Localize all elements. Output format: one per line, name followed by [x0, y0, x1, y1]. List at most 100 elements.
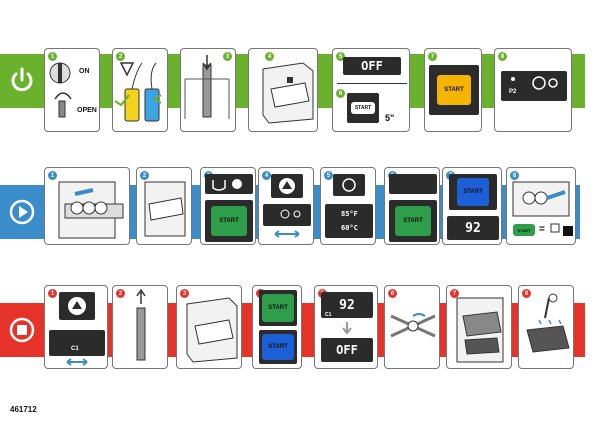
step-panel: 7 START: [424, 48, 482, 132]
load-rack-icon: [58, 181, 124, 239]
unload-rack-icon: [512, 181, 573, 236]
start-button-blue[interactable]: START: [262, 334, 294, 360]
step-number: 1: [48, 289, 57, 298]
start-mini-icon: START: [513, 224, 535, 236]
step-panel: 5 85°F 60°C: [320, 167, 376, 245]
step-number: 1: [48, 171, 57, 180]
step-panel: 8: [518, 285, 574, 369]
hold-time: 5": [385, 113, 395, 123]
clean-filter-icon: [526, 293, 570, 353]
triangle-up-icon: [68, 297, 86, 315]
p2-label: P2: [509, 89, 517, 95]
step-panel: 4: [258, 167, 314, 245]
start-panel: START: [259, 330, 297, 364]
step-panel: 4 START START: [252, 285, 302, 369]
mode-icons: [212, 179, 242, 191]
power-control: [0, 54, 44, 108]
settings-display: [263, 204, 311, 226]
cycle-display: 92: [447, 216, 499, 240]
step-panel: 6 START: [384, 167, 440, 245]
step-number: 6: [336, 89, 345, 98]
equals-sign: =: [539, 224, 545, 235]
detergent-bottles-icon: [114, 62, 162, 122]
on-label: ON: [79, 68, 90, 75]
step-number: 7: [450, 289, 459, 298]
settings-icons: [274, 209, 301, 238]
step-number: 3: [180, 289, 189, 298]
step-panel: 1 ON OPEN: [44, 48, 100, 132]
step-panel: 3: [176, 285, 242, 369]
stop-icon: [9, 317, 35, 343]
close-door-icon: [262, 62, 314, 124]
step-panel: 4: [248, 48, 318, 132]
arrow-down-icon: [342, 322, 352, 335]
play-control: [0, 185, 44, 239]
triangle-button[interactable]: [271, 174, 303, 198]
start-button-blue[interactable]: START: [457, 178, 489, 206]
c1-label-secondary: C1: [325, 312, 332, 318]
triangle-up-icon: [279, 178, 295, 194]
step-panel: 1 C1: [44, 285, 108, 369]
overflow-pipe-icon: [184, 55, 230, 119]
step-number: 8: [510, 171, 519, 180]
close-door-icon: [186, 297, 238, 363]
start-button-yellow[interactable]: START: [437, 75, 471, 105]
step-panel: 6: [384, 285, 440, 369]
start-panel: START: [205, 200, 253, 242]
step-number: 2: [140, 171, 149, 180]
rinse-temp: 60°C: [341, 224, 358, 232]
step-panel: 1: [44, 167, 130, 245]
play-icon: [9, 199, 35, 225]
step-panel: 2: [112, 285, 168, 369]
arrow-both-icon: [66, 358, 88, 366]
step-panel: 5 OFF 6 START 5": [332, 48, 410, 132]
spray-arm-icon: [390, 313, 436, 338]
display-off: OFF: [321, 338, 373, 362]
step-panel: 7: [446, 285, 512, 369]
info-button[interactable]: [333, 174, 365, 196]
step-number: 4: [265, 52, 274, 61]
power-icon: [11, 67, 33, 92]
step-number: 3: [223, 52, 232, 61]
close-door-icon: [144, 181, 186, 237]
step-panel: 7 START 92: [442, 167, 502, 245]
step-panel: 3: [180, 48, 236, 132]
triangle-button[interactable]: [59, 292, 95, 320]
mode-display: [389, 174, 437, 194]
remove-pipe-icon: [136, 288, 146, 361]
program-icons: [511, 76, 558, 90]
c1-label: C1: [71, 346, 79, 352]
step-number: 2: [116, 289, 125, 298]
document-code: 461712: [10, 405, 37, 414]
open-label: OPEN: [77, 107, 97, 114]
step-number: 6: [388, 289, 397, 298]
step-number: 5: [336, 52, 345, 61]
main-switch-icon: [49, 62, 72, 118]
start-panel: START: [389, 200, 437, 242]
filter-removal-icon: [456, 297, 504, 363]
start-button-dark[interactable]: START: [347, 93, 379, 123]
step-panel: 2: [112, 48, 168, 132]
c1-display: [49, 330, 105, 356]
temperature-display: [325, 204, 373, 238]
step-panel: 3 START: [200, 167, 256, 245]
step-number: 8: [498, 52, 507, 61]
wash-temp: 85°F: [341, 210, 358, 218]
start-button-green[interactable]: START: [395, 206, 431, 236]
start-panel: START: [429, 65, 479, 115]
divider: [337, 83, 407, 84]
display-off: OFF: [343, 57, 401, 75]
start-button-green[interactable]: START: [211, 206, 247, 236]
cycle-display: 92: [321, 292, 373, 318]
step-panel: 5 92 C1 OFF: [314, 285, 378, 369]
step-panel: 8 START =: [506, 167, 576, 245]
step-number: 2: [116, 52, 125, 61]
step-panel: 8 P2: [494, 48, 572, 132]
row-stop: 1 C1 2 3 4 START START 5 92: [0, 285, 596, 369]
start-button-green[interactable]: START: [262, 294, 294, 322]
step-number: 4: [262, 171, 271, 180]
step-number: 1: [48, 52, 57, 61]
info-icon: [342, 178, 356, 192]
start-panel: START: [259, 290, 297, 326]
row-play: 1 2 3 START 4: [0, 167, 596, 245]
